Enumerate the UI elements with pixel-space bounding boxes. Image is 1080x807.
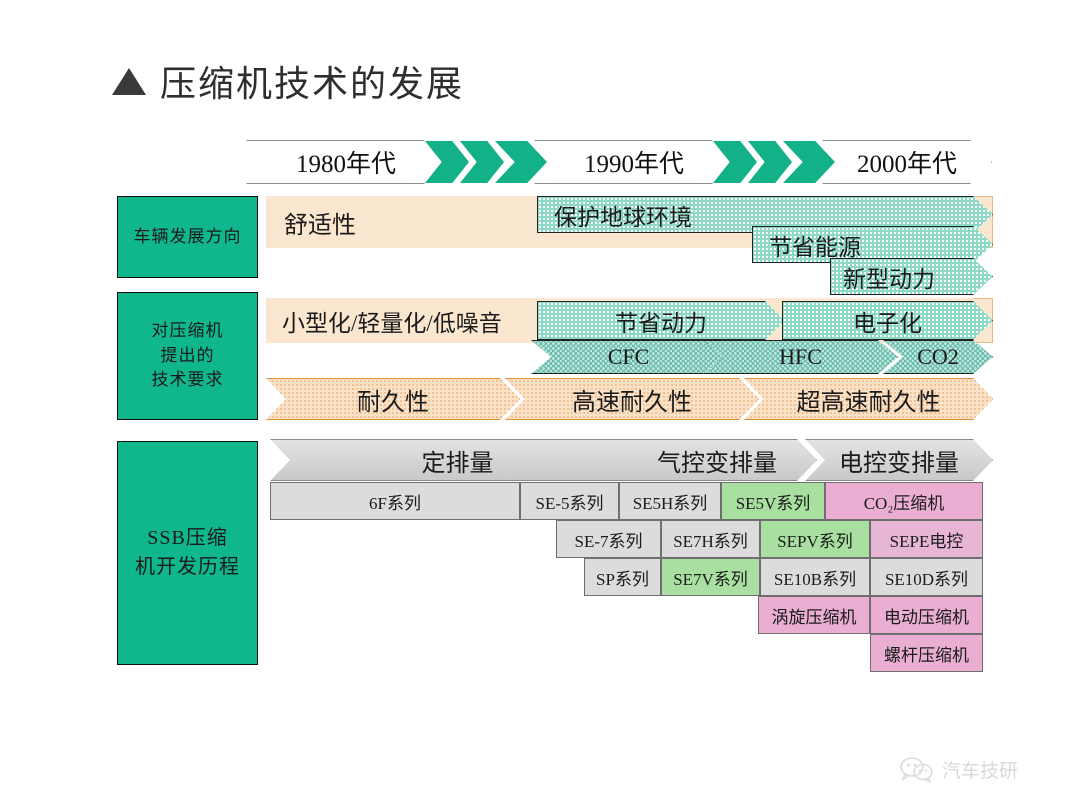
arrow-electronification: 电子化 — [782, 301, 993, 340]
table-cell-se10b: SE10B系列 — [760, 558, 870, 596]
table-cell-se5v: SE5V系列 — [721, 482, 825, 520]
table-cell-se7h: SE7H系列 — [661, 520, 760, 558]
arrow-energy-saving: 节省能源 — [752, 226, 993, 263]
table-cell-sp: SP系列 — [584, 558, 661, 596]
triangle-bullet-icon — [112, 67, 146, 95]
table-cell-se5h: SE5H系列 — [619, 482, 721, 520]
table-cell-sepe: SEPE电控 — [870, 520, 983, 558]
table-cell-sepv: SEPV系列 — [760, 520, 870, 558]
table-cell-6f: 6F系列 — [270, 482, 520, 520]
arrow-pneumatic-variable-displacement: 气控变排量 — [617, 439, 817, 481]
wechat-icon — [900, 756, 933, 783]
timeline-decade-2000: 2000年代 — [822, 140, 992, 184]
page-title-text: 压缩机技术的发展 — [160, 64, 465, 104]
table-cell-se7: SE-7系列 — [556, 520, 661, 558]
table-cell-co2-compressor: CO₂压缩机 — [825, 482, 983, 520]
arrow-protect-earth-environment: 保护地球环境 — [537, 196, 993, 233]
timeline-decade-1990: 1990年代 — [534, 140, 734, 184]
timeline-decade-1980: 1980年代 — [246, 140, 446, 184]
watermark-text: 汽车技研 — [942, 761, 1019, 782]
arrow-refrigerant-co2: CO2 — [883, 340, 993, 374]
table-cell-se5: SE-5系列 — [520, 482, 619, 520]
arrow-durability: 耐久性 — [266, 378, 520, 420]
arrow-power-saving: 节省动力 — [537, 301, 785, 340]
arrow-electronic-variable-displacement: 电控变排量 — [805, 439, 993, 481]
row-label-compressor-requirements: 对压缩机 提出的 技术要求 — [117, 292, 258, 420]
timeline-decade-1980-outline — [246, 140, 446, 184]
row-label-vehicle-direction: 车辆发展方向 — [117, 196, 258, 278]
table-cell-scroll-compressor: 涡旋压缩机 — [758, 596, 870, 634]
arrow-refrigerant-hfc: HFC — [703, 340, 898, 374]
table-cell-se10d: SE10D系列 — [870, 558, 983, 596]
table-cell-screw-compressor: 螺杆压缩机 — [870, 634, 983, 672]
watermark: 汽车技研 — [900, 756, 1018, 783]
arrow-high-speed-durability: 高速耐久性 — [505, 378, 759, 420]
arrow-refrigerant-cfc: CFC — [531, 340, 726, 374]
table-cell-electric-compressor: 电动压缩机 — [870, 596, 983, 634]
page-title: 压缩机技术的发展 — [112, 55, 464, 107]
arrow-new-power: 新型动力 — [830, 258, 993, 295]
table-cell-se7v: SE7V系列 — [661, 558, 760, 596]
row-label-ssb-history: SSB压缩 机开发历程 — [117, 441, 258, 665]
arrow-ultra-high-speed-durability: 超高速耐久性 — [744, 378, 993, 420]
arrow-fixed-displacement: 定排量 — [270, 439, 645, 481]
